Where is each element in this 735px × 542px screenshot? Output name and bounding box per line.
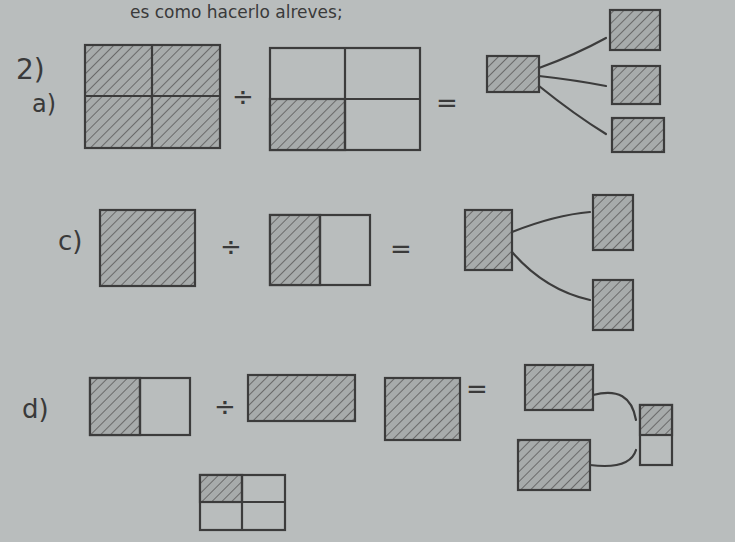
- item-letter: c): [58, 228, 82, 254]
- exercise-number: 2): [16, 56, 45, 84]
- result-piece: [593, 195, 633, 250]
- half-rect: [270, 215, 370, 285]
- result-piece: [593, 280, 633, 330]
- equals-sign: =: [390, 236, 412, 262]
- whole-shaded-square: [100, 210, 195, 286]
- result-piece: [610, 10, 660, 50]
- result-piece: [612, 118, 664, 152]
- half-piece: [640, 405, 672, 465]
- result-piece: [525, 365, 593, 410]
- half-rect: [90, 378, 190, 435]
- note-text: es como hacerlo alreves;: [130, 4, 343, 21]
- result-piece: [465, 210, 512, 270]
- whole-shaded-rect: [385, 378, 460, 440]
- whole-shaded-rect: [248, 375, 355, 421]
- result-piece: [612, 66, 660, 104]
- divide-sign: ÷: [220, 234, 242, 260]
- quarter-square: [270, 48, 420, 150]
- result-piece: [518, 440, 590, 490]
- whole-shaded-square: [85, 45, 220, 148]
- item-letter: a): [32, 92, 56, 116]
- equals-sign: =: [436, 90, 458, 116]
- result-piece: [487, 56, 539, 92]
- equals-sign: =: [466, 376, 488, 402]
- item-letter: d): [22, 396, 49, 422]
- divide-sign: ÷: [214, 394, 236, 420]
- quarter-square: [200, 475, 285, 530]
- divide-sign: ÷: [232, 84, 254, 110]
